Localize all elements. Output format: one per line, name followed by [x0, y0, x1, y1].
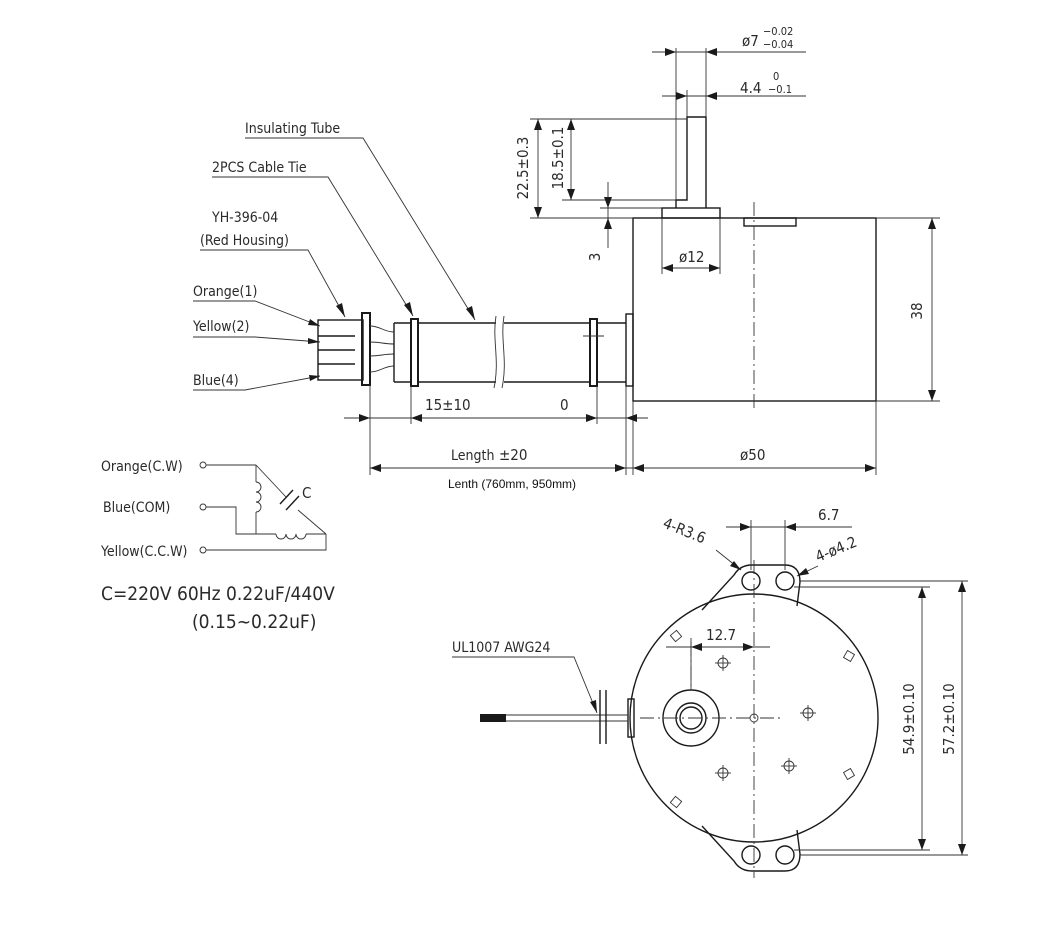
dim-hole-spacing: 6.7 [818, 506, 839, 524]
boss [661, 207, 721, 219]
label-wire-yellow: Yellow(2) [192, 319, 249, 335]
dimensions-front: UL1007 AWG24 12.7 6.7 4-R3.6 4-ø4.2 [452, 506, 968, 856]
cable-end [480, 714, 506, 722]
connector-flange [361, 312, 371, 386]
wiring-schematic: Orange(C.W) Blue(COM) Yellow(C.C.W) C C=… [100, 459, 335, 633]
dim-zero: 0 [560, 396, 569, 414]
dimensions-side: ø7 −0.02 −0.04 4.4 0 −0.1 22.5±0.3 18.5±… [344, 25, 940, 491]
hole-top-left [741, 571, 761, 591]
flange-bottom [701, 825, 801, 872]
dim-shaft-len-flat: 18.5±0.1 [549, 127, 567, 190]
label-cable-tie: 2PCS Cable Tie [212, 160, 307, 176]
schematic-range: (0.15~0.22uF) [192, 611, 316, 633]
cable-assembly [317, 312, 626, 389]
dim-body-height: 38 [908, 302, 926, 319]
label-ul-wire: UL1007 AWG24 [452, 640, 550, 656]
dim-length-tol: ±20 [499, 446, 527, 464]
schematic-spec: C=220V 60Hz 0.22uF/440V [101, 583, 335, 605]
shaft [675, 116, 707, 208]
dim-boss-height: 3 [586, 253, 604, 262]
dim-shaft-dia-tol-lower: −0.04 [763, 38, 793, 51]
label-wire-blue: Blue(4) [193, 373, 239, 389]
capacitor-plate-1 [279, 489, 294, 505]
dim-tube-len: 15±10 [425, 396, 471, 414]
dim-shaft-dia: ø7 [742, 32, 759, 50]
dim-shaft-len-total: 22.5±0.3 [514, 137, 532, 200]
dim-mount-inner: 54.9±0.10 [900, 683, 918, 754]
dim-shaft-dia-tol-upper: −0.02 [763, 25, 793, 38]
schematic-blue: Blue(COM) [103, 500, 170, 516]
terminal-orange [199, 461, 207, 469]
terminal-yellow [199, 546, 207, 554]
motor-front-view [480, 560, 879, 878]
capacitor-plate-2 [285, 495, 300, 511]
dim-shaft-flat-tol-lower: −0.1 [768, 83, 792, 96]
dim-hole-dia: 4-ø4.2 [813, 533, 860, 566]
dim-shaft-flat-tol-upper: 0 [773, 70, 779, 83]
label-insulating-tube: Insulating Tube [245, 121, 340, 137]
label-wire-orange: Orange(1) [193, 284, 257, 300]
dim-body-dia: ø50 [740, 446, 765, 464]
schematic-orange: Orange(C.W) [101, 459, 183, 475]
motor-body [632, 217, 877, 402]
dim-offset: 12.7 [706, 626, 736, 644]
motor-side-view [625, 116, 877, 408]
body-tab [743, 217, 797, 227]
label-housing-desc: (Red Housing) [200, 233, 289, 249]
leaders-side: Insulating Tube 2PCS Cable Tie YH-396-04… [192, 121, 476, 391]
dim-flange-radius: 4-R3.6 [661, 514, 709, 547]
schematic-yellow: Yellow(C.C.W) [100, 544, 187, 560]
dim-boss-dia: ø12 [679, 248, 704, 266]
hole-bottom-right [775, 845, 795, 865]
grommet [625, 313, 634, 387]
cable-tie-1 [410, 318, 419, 387]
dim-shaft-flat: 4.4 [740, 79, 761, 97]
hole-bottom-left [741, 845, 761, 865]
label-housing-part: YH-396-04 [211, 210, 278, 226]
dim-length-note: Lenth (760mm, 950mm) [448, 477, 576, 491]
schematic-cap-label: C [302, 484, 311, 502]
coil-1 [255, 481, 262, 513]
hole-top-right [775, 571, 795, 591]
dim-mount-outer: 57.2±0.10 [940, 683, 958, 754]
dim-length-text: Length [451, 448, 494, 464]
cable-tie-2 [589, 318, 598, 387]
coil-2 [275, 533, 307, 540]
terminal-blue [199, 503, 207, 511]
